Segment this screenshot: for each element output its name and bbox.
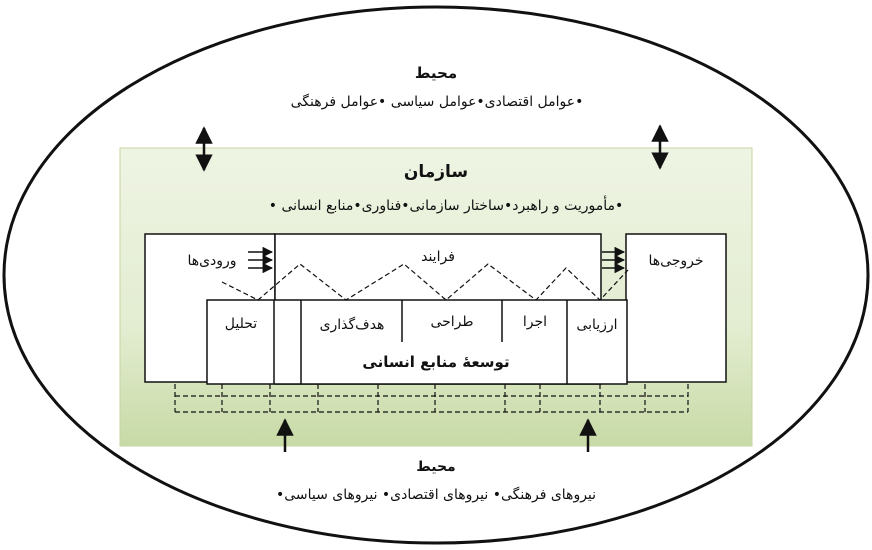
hrd-title: توسعهٔ منابع انسانی	[362, 353, 510, 371]
environment-top-title: محیط	[414, 64, 458, 82]
feedback-dashed-network	[174, 384, 689, 413]
hrd-step-analysis: تحلیل	[224, 316, 258, 332]
hrd-step-evaluation: ارزیابی	[576, 317, 618, 333]
hrd-step-goal-setting: هدف‌گذاری	[319, 317, 385, 333]
outputs-label: خروجی‌ها	[648, 253, 704, 269]
environment-bottom-title: محیط	[416, 459, 456, 475]
outputs-box	[625, 233, 727, 383]
hrd-step-design: طراحی	[430, 314, 474, 330]
organization-factors: •مأموریت و راهبرد•ساختار سازمانی•فناوری•…	[268, 198, 624, 214]
hrd-step-implementation: اجرا	[522, 314, 548, 330]
process-label: فرایند	[421, 249, 455, 265]
process-hrd-dashed-links	[221, 263, 629, 301]
environment-top-factors: •عوامل اقتصادی•عوامل سیاسی •عوامل فرهنگی	[290, 94, 584, 110]
inputs-label: ورودی‌ها	[187, 253, 237, 269]
environment-bottom-forces: نیروهای فرهنگی• نیروهای اقتصادی• نیروهای…	[275, 487, 597, 503]
hrd-box	[206, 299, 628, 385]
organization-title: سازمان	[403, 162, 469, 182]
